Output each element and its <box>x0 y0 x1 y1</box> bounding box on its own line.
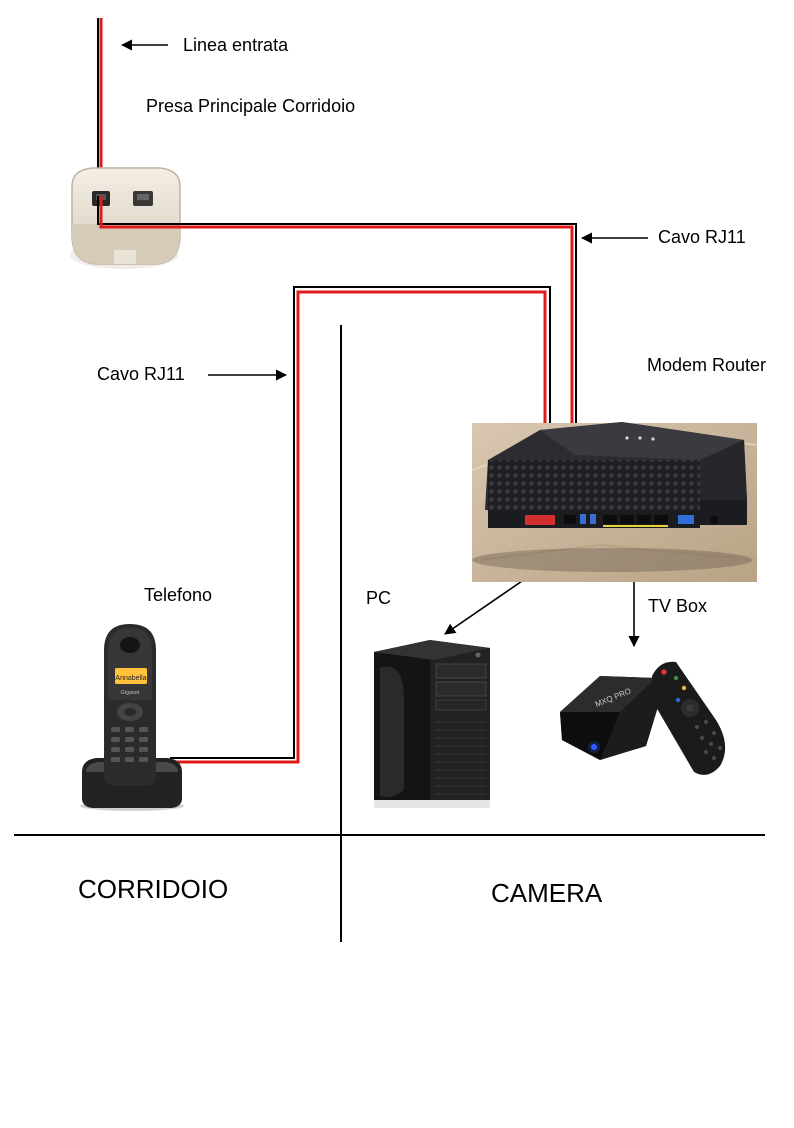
modem-router-image <box>471 422 758 582</box>
room-walls <box>14 325 765 942</box>
label-pc: PC <box>366 588 392 608</box>
label-tv-box: TV Box <box>648 596 708 616</box>
tv-box-image: MXQ PRO <box>560 661 726 775</box>
phone-brand-text: Gigaset <box>121 690 140 696</box>
phone-screen-text: Annabella <box>115 675 146 682</box>
label-modem-router: Modem Router <box>647 355 767 375</box>
label-presa-principale: Presa Principale Corridoio <box>146 96 356 116</box>
pc-tower-image <box>374 640 490 808</box>
label-corridoio: CORRIDOIO <box>78 874 229 904</box>
label-cavo-rj11-left: Cavo RJ11 <box>97 364 185 384</box>
label-cavo-rj11-right: Cavo RJ11 <box>658 227 746 247</box>
label-linea-entrata: Linea entrata <box>183 35 289 55</box>
rj11-cable-socket-router <box>97 196 577 524</box>
telephone-image: Annabella Gigaset <box>80 624 184 811</box>
wall-socket-image <box>70 167 181 269</box>
rj11-cable-phone-router <box>170 286 551 764</box>
incoming-line-cable <box>97 18 103 196</box>
label-camera: CAMERA <box>491 878 603 908</box>
label-telefono: Telefono <box>144 585 213 605</box>
